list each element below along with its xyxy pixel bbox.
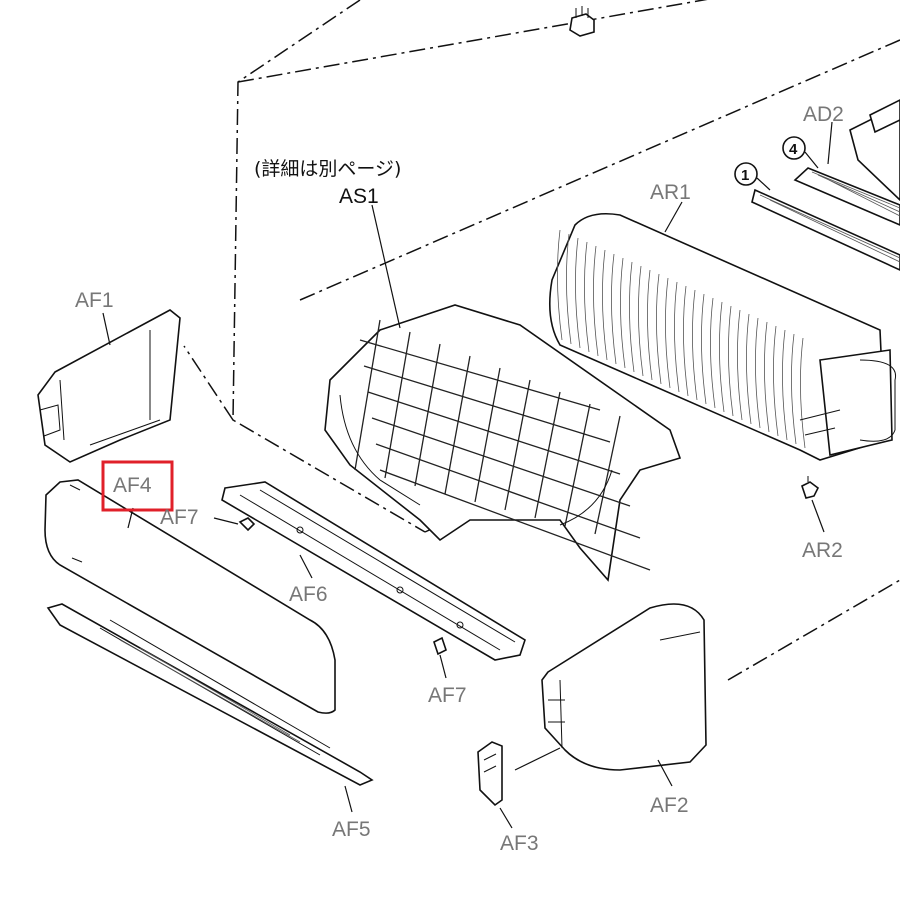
- svg-text:4: 4: [789, 141, 798, 158]
- part-af7-clip-upper: [238, 517, 256, 532]
- top-small-part: [569, 6, 595, 37]
- label-as1: AS1: [339, 185, 379, 208]
- highlight-box-af4: [101, 460, 174, 512]
- svg-text:1: 1: [741, 167, 749, 184]
- label-af5: AF5: [332, 818, 371, 841]
- part-ad2: [751, 99, 900, 271]
- label-af1: AF1: [75, 289, 114, 312]
- part-af7-clip-lower: [433, 636, 447, 656]
- part-af3-bracket: [477, 741, 503, 807]
- part-as1-fan-assembly: [324, 304, 682, 582]
- callout-1: 1: [734, 162, 771, 191]
- label-ar2: AR2: [802, 539, 843, 562]
- part-af2-side-cover: [541, 603, 707, 771]
- part-af6-plate: [221, 481, 526, 661]
- part-af5-lower-grille: [46, 603, 374, 786]
- part-af4-front-panel: [44, 479, 336, 714]
- label-ar1: AR1: [650, 181, 691, 204]
- label-af6: AF6: [289, 583, 328, 606]
- callout-4: 4: [782, 136, 819, 169]
- label-af2: AF2: [650, 794, 689, 817]
- note-japanese-detail-other-page: (詳細は別ページ): [254, 158, 401, 180]
- part-af1-side-cover: [37, 309, 181, 463]
- label-af4: AF4: [113, 474, 152, 497]
- label-af3: AF3: [500, 832, 539, 855]
- label-ad2: AD2: [803, 103, 844, 126]
- label-af7-lower: AF7: [428, 684, 467, 707]
- part-ar1-heat-exchanger: [548, 212, 897, 461]
- label-af7-upper: AF7: [160, 506, 199, 529]
- part-ar2: [801, 476, 820, 499]
